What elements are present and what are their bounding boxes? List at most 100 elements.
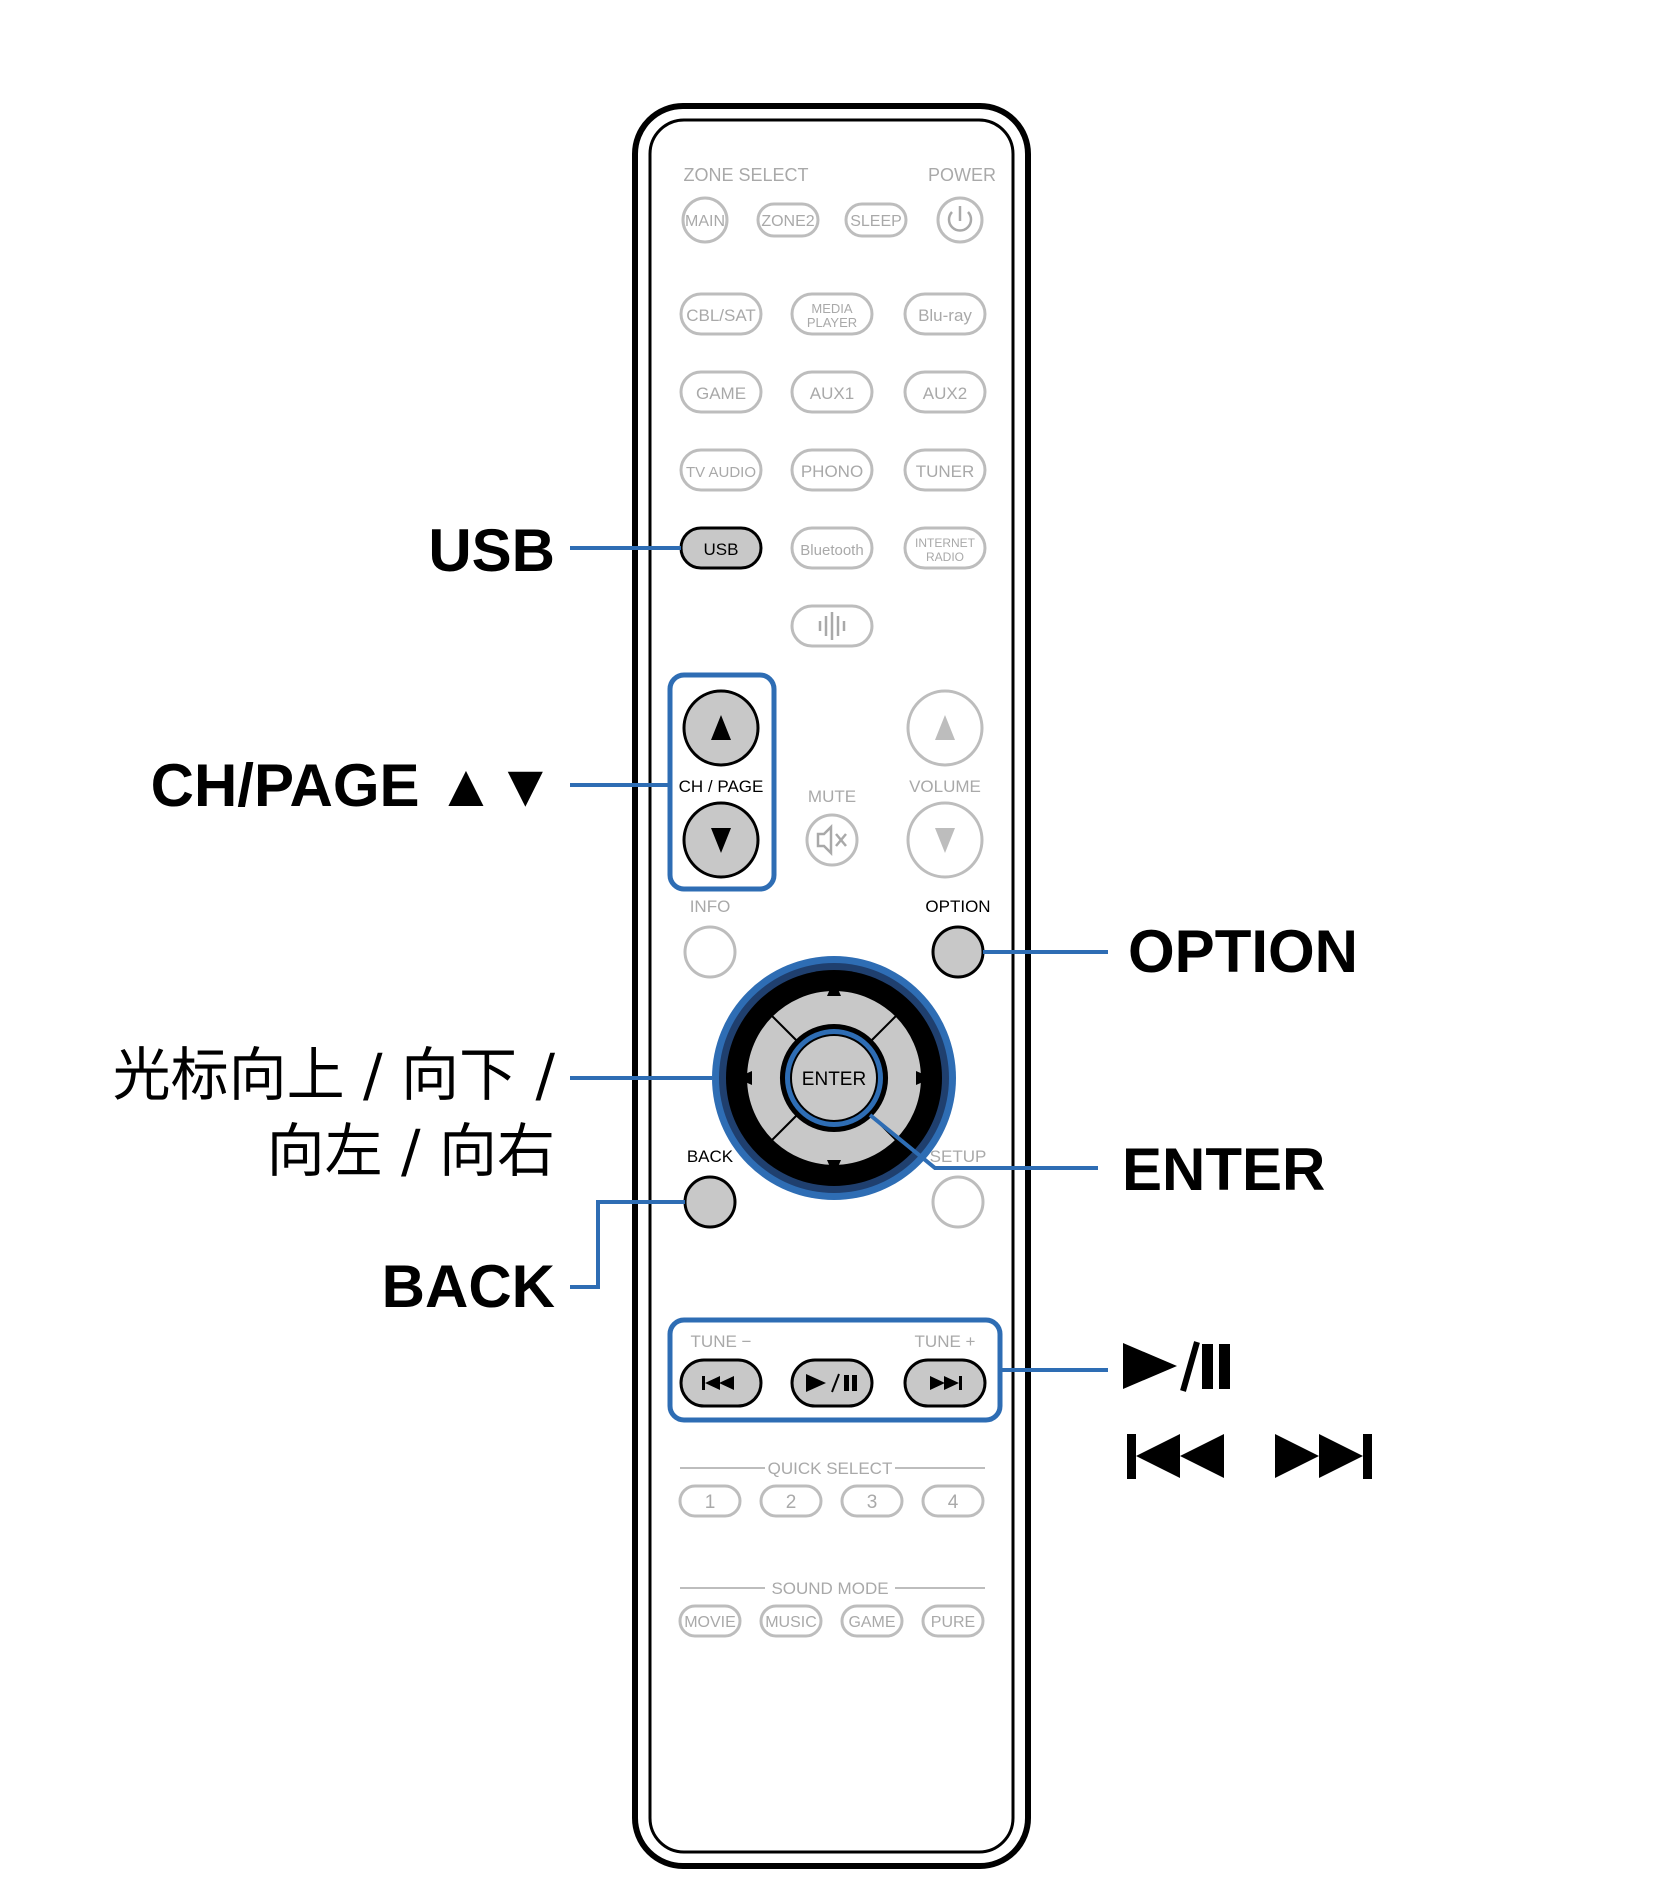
- enter-callout: ENTER: [1122, 1136, 1326, 1203]
- cursor-down-icon: [827, 1160, 841, 1176]
- cursor-callout-line1: 光标向上 / 向下 /: [112, 1041, 555, 1109]
- mute-button[interactable]: [805, 813, 859, 867]
- media-player-button-label-1: MEDIA: [811, 301, 853, 316]
- music-button-label: MUSIC: [765, 1614, 817, 1631]
- cursor-left-icon: [736, 1071, 752, 1085]
- power-label: POWER: [928, 165, 996, 185]
- cursor-down-button[interactable]: [770, 1114, 898, 1177]
- quick-select-2-label: 2: [786, 1492, 797, 1513]
- volume-label: VOLUME: [909, 777, 981, 796]
- quick-select-1-label: 1: [705, 1492, 716, 1513]
- bluetooth-button-label: Bluetooth: [800, 542, 863, 559]
- triangle-down-icon: [711, 828, 731, 853]
- setup-label: SETUP: [930, 1147, 987, 1166]
- power-icon: [947, 206, 973, 232]
- internet-radio-button[interactable]: INTERNET RADIO: [903, 526, 987, 570]
- slash-callout-icon: [1180, 1341, 1200, 1392]
- quick-select-2-button[interactable]: 2: [759, 1484, 823, 1518]
- bluetooth-button[interactable]: Bluetooth: [790, 526, 874, 570]
- volume-down-icon: [935, 828, 955, 853]
- sound-mode-label: SOUND MODE: [771, 1579, 888, 1598]
- phono-button[interactable]: PHONO: [790, 448, 874, 492]
- movie-button-label: MOVIE: [684, 1614, 736, 1631]
- tv-audio-button[interactable]: TV AUDIO: [679, 448, 763, 492]
- back-leader: [570, 1200, 685, 1289]
- tv-audio-button-label: TV AUDIO: [686, 464, 756, 481]
- sleep-button-label: SLEEP: [850, 213, 902, 230]
- ch-page-highlight: [667, 672, 777, 892]
- triangle-up-icon: [711, 715, 731, 740]
- internet-radio-button-label-1: INTERNET: [915, 536, 976, 550]
- movie-button[interactable]: MOVIE: [678, 1604, 742, 1638]
- previous-button[interactable]: [679, 1358, 763, 1408]
- previous-track-icon: [702, 1376, 734, 1390]
- skip-back-bar-icon: [1127, 1434, 1136, 1479]
- cursor-up-icon: [827, 980, 841, 996]
- quick-select-label: QUICK SELECT: [768, 1459, 893, 1478]
- skip-back-tri-2-icon: [1180, 1434, 1224, 1478]
- cbl-sat-button-label: CBL/SAT: [686, 306, 756, 325]
- main-button-label: MAIN: [685, 213, 725, 230]
- aux2-button-label: AUX2: [923, 384, 967, 403]
- cbl-sat-button[interactable]: CBL/SAT: [679, 292, 763, 336]
- info-button[interactable]: [683, 925, 737, 979]
- skip-back-tri-1-icon: [1136, 1434, 1180, 1478]
- tune-minus-label: TUNE −: [691, 1332, 752, 1351]
- game-sound-mode-button-label: GAME: [848, 1614, 895, 1631]
- heos-button[interactable]: [790, 604, 874, 648]
- leader-lines: [570, 546, 1108, 1372]
- internet-radio-button-label-2: RADIO: [926, 550, 964, 564]
- tuner-button-label: TUNER: [916, 462, 975, 481]
- phono-button-label: PHONO: [801, 462, 863, 481]
- play-pause-button[interactable]: [790, 1358, 874, 1408]
- media-player-button-label-2: PLAYER: [807, 315, 857, 330]
- next-track-icon: [930, 1376, 962, 1390]
- pause-callout-bar-1: [1202, 1344, 1213, 1389]
- zone-select-label: ZONE SELECT: [683, 165, 808, 185]
- game-button[interactable]: GAME: [679, 370, 763, 414]
- back-callout: BACK: [381, 1253, 555, 1320]
- usb-button-label: USB: [704, 540, 739, 559]
- pause-callout-bar-2: [1219, 1344, 1230, 1389]
- skip-fwd-tri-2-icon: [1319, 1434, 1363, 1478]
- tuner-button[interactable]: TUNER: [903, 448, 987, 492]
- bluray-button[interactable]: Blu-ray: [903, 292, 987, 336]
- tune-plus-label: TUNE +: [915, 1332, 976, 1351]
- cursor-left-button[interactable]: [736, 1014, 798, 1142]
- main-button[interactable]: MAIN: [681, 196, 729, 244]
- zone2-button-label: ZONE2: [761, 213, 814, 230]
- pure-button-label: PURE: [931, 1614, 975, 1631]
- back-label: BACK: [687, 1147, 734, 1166]
- ch-page-callout: CH/PAGE ▲▼: [150, 752, 555, 819]
- next-button[interactable]: [903, 1358, 987, 1408]
- volume-up-button[interactable]: [906, 689, 984, 767]
- pure-button[interactable]: PURE: [921, 1604, 985, 1638]
- aux1-button[interactable]: AUX1: [790, 370, 874, 414]
- enter-button[interactable]: ENTER: [785, 1029, 883, 1127]
- ch-page-label: CH / PAGE: [679, 777, 764, 796]
- quick-select-3-button[interactable]: 3: [840, 1484, 904, 1518]
- enter-leader: [868, 1113, 1098, 1170]
- play-pause-callout: [1123, 1341, 1230, 1392]
- power-button[interactable]: [936, 196, 984, 244]
- music-button[interactable]: MUSIC: [759, 1604, 823, 1638]
- aux2-button[interactable]: AUX2: [903, 370, 987, 414]
- option-label: OPTION: [925, 897, 990, 916]
- sleep-button[interactable]: SLEEP: [844, 202, 908, 238]
- usb-callout: USB: [428, 517, 555, 584]
- back-button[interactable]: [683, 1175, 737, 1229]
- skip-callout: [1127, 1434, 1372, 1479]
- ch-page-down-button[interactable]: [682, 801, 760, 879]
- heos-icon: [818, 612, 846, 640]
- volume-down-button[interactable]: [906, 801, 984, 879]
- zone2-button[interactable]: ZONE2: [756, 202, 820, 238]
- media-player-button[interactable]: MEDIA PLAYER: [790, 292, 874, 336]
- ch-page-up-button[interactable]: [682, 689, 760, 767]
- quick-select-4-button[interactable]: 4: [921, 1484, 985, 1518]
- usb-button[interactable]: USB: [679, 526, 763, 570]
- game-sound-mode-button[interactable]: GAME: [840, 1604, 904, 1638]
- game-button-label: GAME: [696, 384, 746, 403]
- quick-select-1-button[interactable]: 1: [678, 1484, 742, 1518]
- option-button[interactable]: [931, 925, 985, 979]
- setup-button[interactable]: [931, 1175, 985, 1229]
